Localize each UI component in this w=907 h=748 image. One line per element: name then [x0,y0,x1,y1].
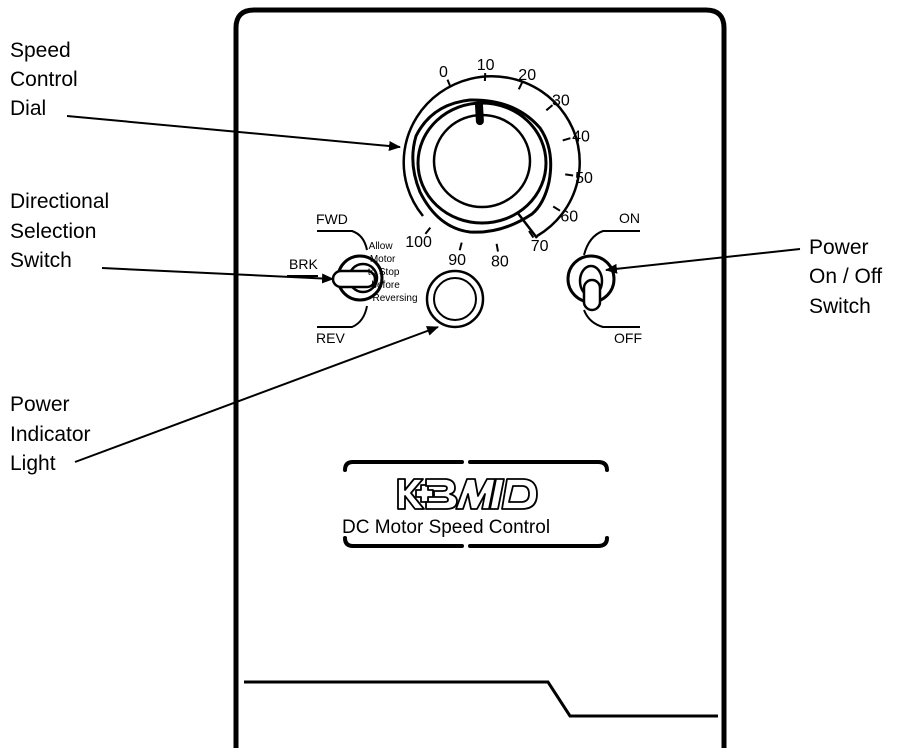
enclosure-bottom-line [244,680,718,718]
callout-line: Power [10,393,70,416]
leader-power-switch [605,248,801,274]
reversing-note-line: Allow [369,241,394,252]
dial-tick [545,104,554,112]
leader-direction-switch [101,267,334,284]
dial-knurled-ring [411,98,553,234]
dial-tick [424,226,432,235]
rev-bracket [317,305,368,328]
power-switch-lever [582,278,602,312]
reversing-note-line: Motor [370,254,396,265]
on-bracket [583,230,640,256]
dial-label: 50 [575,170,593,187]
callout-line: Switch [10,249,72,272]
dial-scale-arc [402,75,581,238]
leader-power-light [74,326,439,463]
dial-tick [552,205,561,212]
callout-line: Indicator [10,423,91,446]
enclosure-outline [233,7,727,748]
kbmd-logo-text: KBMD [458,496,476,502]
callout-line: Power [809,236,869,259]
dial-pointer [475,101,484,126]
callout-line: Light [10,452,56,475]
rev-label: REV [316,330,345,346]
on-label: ON [619,210,640,226]
reversing-note-line: to Stop [368,267,400,278]
dial-tick [446,79,452,88]
reversing-note-line: before [371,280,400,291]
dial-tick [565,173,574,177]
dial-label: 30 [552,92,570,109]
brand-subtitle: DC Motor Speed Control [342,517,550,538]
dial-label: 20 [518,67,536,84]
brk-label: BRK [289,256,318,272]
fwd-bracket [317,230,368,251]
dial-label: 60 [560,209,578,226]
callout-direction-switch: Directional Selection Switch [10,190,115,272]
dial-knob-inner [432,113,532,209]
dial-tick [562,137,571,142]
brand-plate: KBMD DC Motor Speed Control [342,460,609,548]
kbmd-logo [397,478,538,510]
callout-line: Speed [10,39,71,62]
callout-line: Directional [10,190,109,213]
callout-line: Switch [809,295,871,318]
dial-label: 90 [448,252,466,269]
callout-power-switch: Power On / Off Switch [809,236,888,318]
direction-switch[interactable]: FWD BRK REV [287,211,384,346]
dial-tick [495,243,499,252]
callout-line: Dial [10,97,46,120]
power-indicator-light [425,269,485,329]
dial-skirt-line [516,211,538,239]
callout-line: Selection [10,220,96,243]
reversing-note: Allow Motor to Stop before Reversing [368,241,418,304]
dial-label: 0 [439,64,448,81]
dial-tick [528,230,535,239]
callout-line: On / Off [809,265,882,288]
off-bracket [583,309,640,328]
dial-label: 40 [572,129,590,146]
dial-label: 70 [531,238,549,255]
dial-label: 80 [491,254,509,271]
callout-line: Control [10,68,78,91]
off-label: OFF [614,330,642,346]
fwd-label: FWD [316,211,348,227]
dial-label: 100 [405,234,432,251]
leader-speed-dial [66,115,401,151]
dial-tick-group [424,73,574,252]
speed-control-dial[interactable]: 0 10 20 30 40 50 60 70 80 90 100 [402,57,593,271]
dial-tick [458,242,463,251]
dial-label: 10 [477,57,495,74]
dial-tick [517,81,524,90]
dial-label-group: 0 10 20 30 40 50 60 70 80 90 100 [405,57,593,270]
callout-speed-dial: Speed Control Dial [10,39,84,120]
power-switch[interactable]: ON OFF [566,210,642,346]
reversing-note-line: Reversing [372,293,417,304]
callout-power-light: Power Indicator Light [10,393,96,475]
